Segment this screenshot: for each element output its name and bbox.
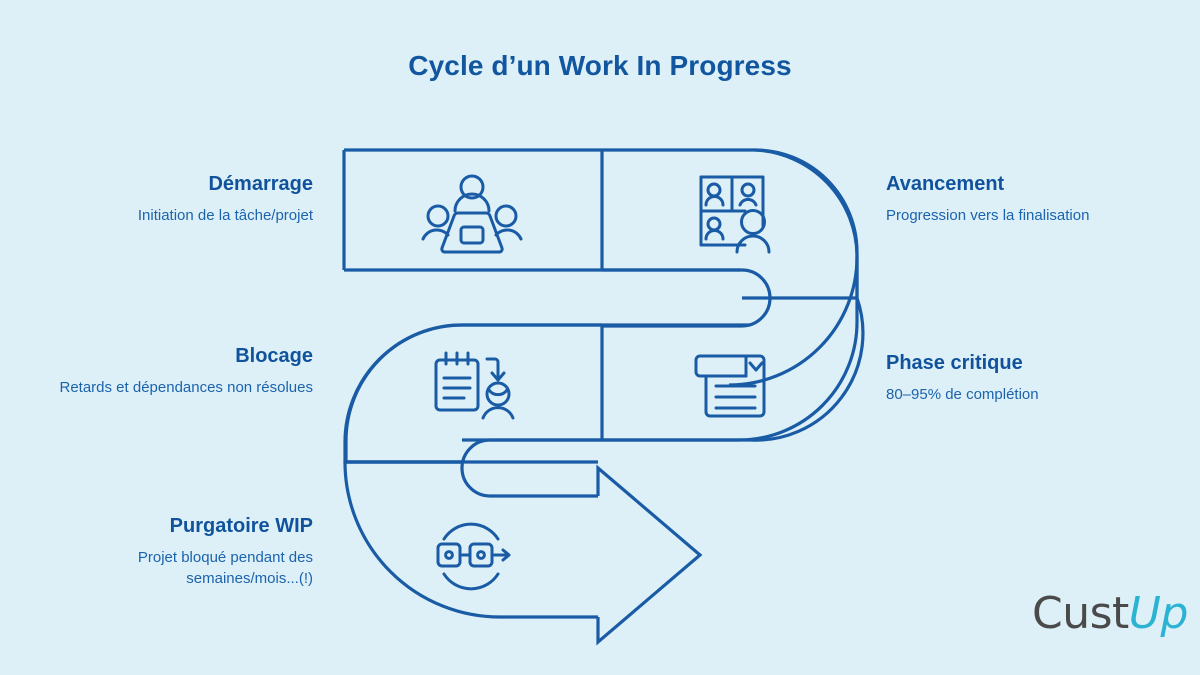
left-uturn-outline bbox=[343, 323, 602, 464]
right-uturn-outer-arc bbox=[728, 256, 859, 387]
notepad-arrow-person-icon bbox=[434, 351, 515, 420]
logo-text-cust: Cust bbox=[1032, 588, 1129, 639]
stage-desc-avancement: Progression vers la finalisation bbox=[886, 207, 1090, 224]
stage-label-demarrage: Démarrage Initiation de la tâche/projet bbox=[40, 172, 313, 226]
row3-bottom-outline bbox=[343, 461, 598, 619]
stage-label-purgatoire-wip: Purgatoire WIP Projet bloqué pendant des… bbox=[30, 514, 313, 590]
arrow-head bbox=[596, 464, 703, 646]
stage-title-phase-critique: Phase critique bbox=[886, 352, 1023, 374]
stage-title-purgatoire-wip: Purgatoire WIP bbox=[169, 515, 313, 537]
video-conference-grid-icon bbox=[699, 175, 771, 254]
ribbon-outline bbox=[342, 148, 865, 464]
right-uturn-inner-cap bbox=[741, 268, 772, 328]
stage-desc-demarrage: Initiation de la tâche/projet bbox=[137, 207, 313, 224]
right-uturn-outline bbox=[600, 148, 859, 442]
stage-title-blocage: Blocage bbox=[235, 345, 313, 367]
custup-logo: CustUp bbox=[1032, 592, 1188, 636]
meeting-table-icon bbox=[421, 174, 523, 254]
left-uturn-inner-cap bbox=[460, 438, 600, 498]
stage-label-phase-critique: Phase critique 80–95% de complétion bbox=[886, 351, 1186, 405]
process-loop-arrow-icon bbox=[436, 522, 511, 591]
page-title: Cycle d’un Work In Progress bbox=[408, 50, 792, 81]
stage-title-avancement: Avancement bbox=[886, 173, 1005, 195]
stage-desc-phase-critique: 80–95% de complétion bbox=[886, 386, 1039, 403]
stage-desc-purgatoire-wip: Projet bloqué pendant des semaines/mois.… bbox=[137, 549, 313, 588]
form-dropdown-document-icon bbox=[694, 354, 766, 418]
stage-desc-blocage: Retards et dépendances non résolues bbox=[59, 379, 313, 396]
stage-label-blocage: Blocage Retards et dépendances non résol… bbox=[40, 344, 313, 398]
stage-label-avancement: Avancement Progression vers la finalisat… bbox=[886, 172, 1186, 226]
stage-title-demarrage: Démarrage bbox=[208, 173, 313, 195]
logo-text-up: Up bbox=[1128, 588, 1189, 639]
